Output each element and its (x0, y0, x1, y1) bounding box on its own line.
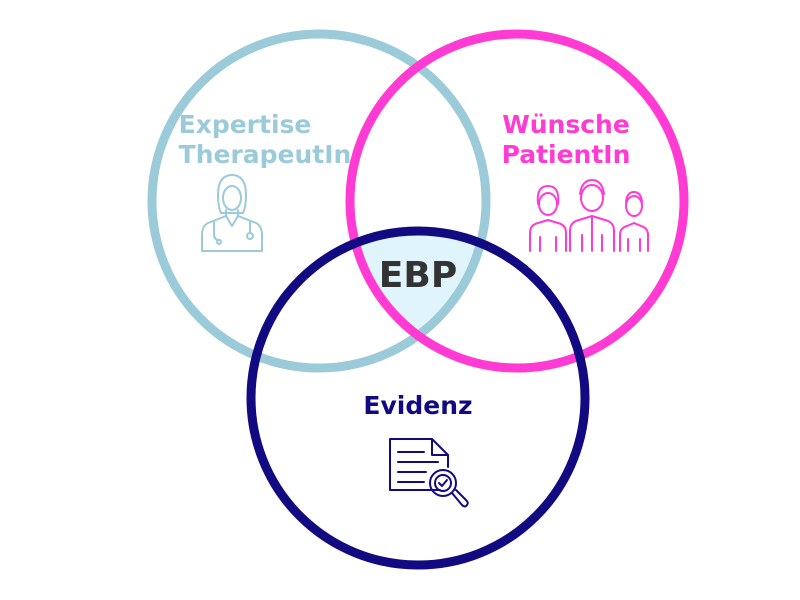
expertise-circle (147, 29, 491, 373)
expertise-label-line1: Expertise (179, 110, 312, 139)
expertise-label-line2: TherapeutIn (179, 140, 352, 169)
evidence-circle (246, 226, 590, 570)
wishes-circle (345, 29, 689, 373)
document-search-icon (389, 438, 469, 508)
evidence-label: Evidenz (363, 391, 472, 420)
wishes-label-line2: PatientIn (502, 140, 631, 169)
ebp-label: EBP (379, 255, 457, 296)
doctor-icon (201, 174, 263, 252)
wishes-label-line1: Wünsche (502, 110, 630, 139)
patients-group-icon (529, 179, 649, 252)
